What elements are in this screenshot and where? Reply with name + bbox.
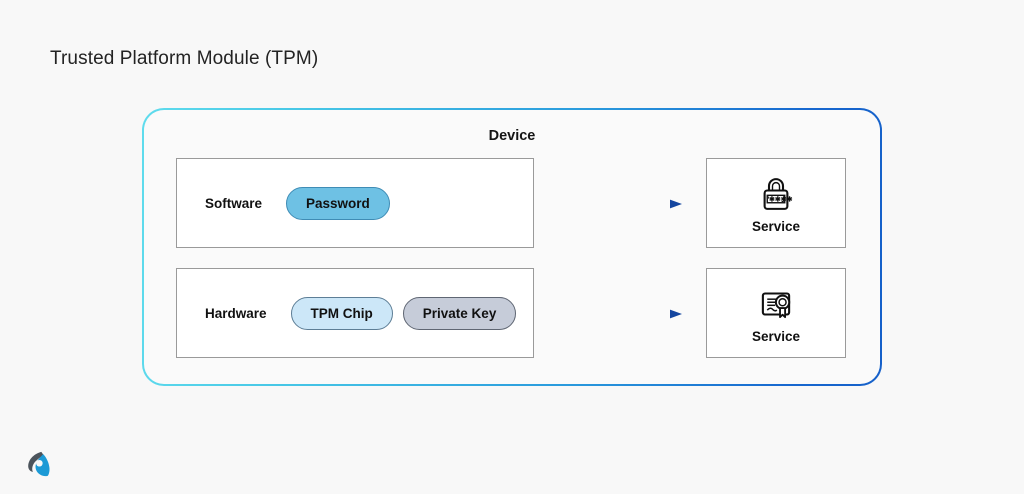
arrow-software-to-service — [540, 199, 682, 209]
layer-box-hardware: Hardware TPM Chip Private Key — [176, 268, 534, 358]
pill-private-key[interactable]: Private Key — [402, 296, 517, 330]
svg-text:✱✱✱✱: ✱✱✱✱ — [769, 195, 793, 203]
service-box-certificate: Service — [706, 268, 846, 358]
pill-tpm-chip[interactable]: TPM Chip — [290, 296, 393, 330]
service-label-certificate: Service — [751, 328, 801, 344]
certificate-seal-icon — [761, 291, 791, 318]
padlock-password-icon: ✱✱✱✱ — [763, 177, 793, 210]
brand-logo-icon — [28, 451, 50, 477]
pill-group-hardware: TPM Chip Private Key — [290, 296, 517, 330]
service-box-password: ✱✱✱✱ Service — [706, 158, 846, 248]
page-title: Trusted Platform Module (TPM) — [50, 48, 319, 69]
service-label-password: Service — [751, 218, 801, 234]
arrow-hardware-to-service — [540, 309, 682, 319]
device-label: Device — [488, 128, 536, 144]
pill-password[interactable]: Password — [286, 186, 390, 220]
layer-box-software: Software Password — [176, 158, 534, 248]
pill-group-software: Password — [286, 186, 390, 220]
layer-label-software: Software — [205, 195, 263, 211]
layer-label-hardware: Hardware — [205, 305, 267, 321]
